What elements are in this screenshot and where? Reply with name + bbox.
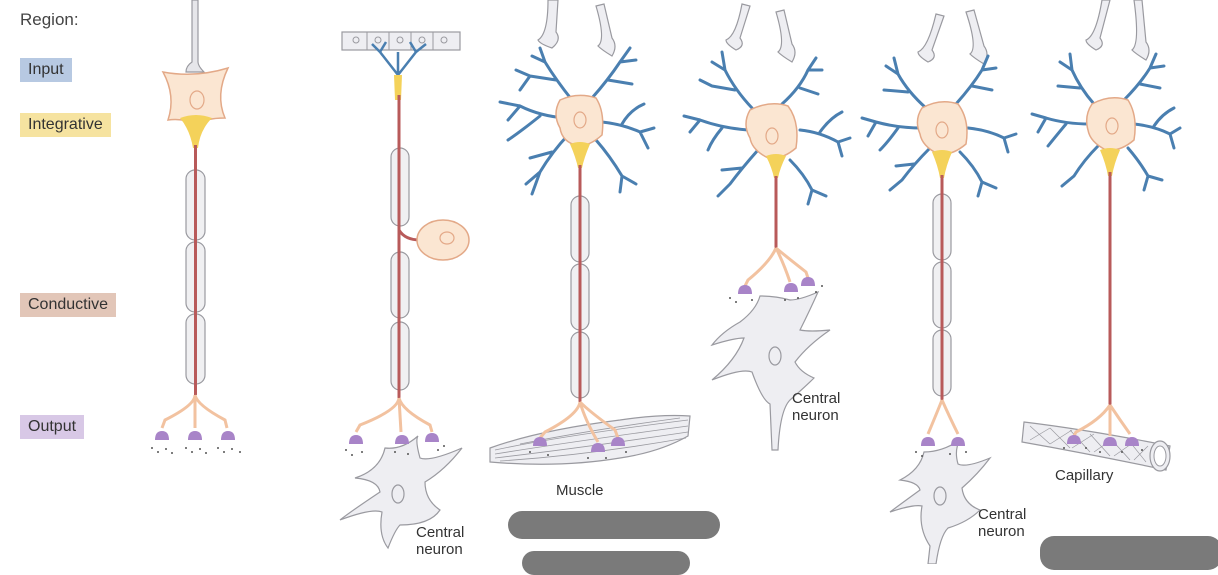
nucleus [189, 90, 205, 110]
input-fiber [595, 3, 616, 57]
nucleus [439, 231, 455, 245]
synaptic-terminal [188, 431, 202, 440]
central-neuron [889, 439, 992, 564]
transmitter-dots [345, 445, 445, 456]
neuron-motor [489, 0, 691, 465]
redaction-bar [508, 511, 720, 539]
skin-epithelium [341, 31, 461, 51]
axon-terminal-branches [926, 399, 960, 435]
dendrite-endings [371, 41, 427, 76]
capillary [1021, 421, 1171, 471]
axon-terminal-branches [1072, 404, 1132, 437]
axon-hillock [1100, 148, 1120, 176]
nucleus [573, 111, 587, 129]
redaction-bar [522, 551, 690, 575]
central-neuron [339, 435, 463, 550]
synaptic-terminal [951, 437, 965, 446]
input-fiber [725, 3, 751, 51]
input-stimulus-fiber [185, 0, 206, 73]
transmitter-dots [915, 451, 967, 457]
axon-hillock [766, 154, 786, 178]
axon-hillock [570, 142, 590, 168]
axon-terminal-branches [160, 394, 229, 429]
redaction-bar [1040, 536, 1218, 570]
axon-hillock [180, 115, 212, 148]
neuron-generic [151, 0, 241, 454]
transmitter-dots [1063, 447, 1143, 453]
central-neuron [710, 290, 831, 451]
input-fiber [965, 9, 988, 65]
cell-body [1085, 97, 1136, 152]
label-central-neuron: Central neuron [792, 390, 841, 424]
dendrites [1030, 52, 1182, 192]
transmitter-dots [151, 447, 241, 454]
axon-hillock [394, 75, 402, 100]
dendrites [498, 46, 656, 196]
nucleus [935, 121, 949, 139]
synaptic-terminal [349, 435, 363, 444]
synaptic-terminal [155, 431, 169, 440]
input-fiber [1085, 0, 1111, 51]
axon-terminal-branches [538, 400, 620, 443]
synaptic-terminal [784, 283, 798, 292]
input-fiber [537, 0, 559, 49]
synaptic-terminal [801, 277, 815, 286]
neuron-projection [860, 9, 1018, 564]
nucleus [391, 484, 405, 504]
cell-body [416, 219, 470, 261]
region-tag-integrative: Integrative [20, 113, 111, 137]
nucleus [1105, 117, 1119, 135]
transmitter-dots [529, 451, 627, 459]
nucleus [768, 346, 782, 366]
input-fiber [917, 13, 945, 63]
cell-body [745, 103, 798, 160]
input-fiber [775, 9, 796, 63]
neuron-sensory [339, 31, 470, 550]
neuron-interneuron [682, 3, 852, 451]
neuron-neurosecretory [1021, 0, 1182, 472]
input-fiber [1131, 0, 1150, 61]
label-central-neuron: Central neuron [416, 524, 465, 558]
label-central-neuron: Central neuron [978, 506, 1027, 540]
synaptic-terminal [221, 431, 235, 440]
synaptic-terminal [395, 435, 409, 444]
transmitter-dots [729, 285, 823, 303]
dendrites [860, 54, 1018, 198]
region-tag-conductive: Conductive [20, 293, 117, 317]
axon-hillock [932, 150, 952, 178]
synaptic-terminal [425, 433, 439, 442]
muscle-fibers [494, 417, 689, 462]
region-tag-output: Output [20, 415, 85, 439]
synaptic-terminal [921, 437, 935, 446]
label-muscle: Muscle [556, 482, 604, 499]
region-tag-input: Input [20, 58, 72, 82]
nucleus [933, 486, 947, 506]
synaptic-terminal [738, 285, 752, 294]
cell-body [916, 101, 968, 156]
axon-terminal-branches [743, 246, 810, 287]
axon-terminal-branches [354, 397, 434, 433]
region-heading: Region: [20, 10, 79, 29]
label-capillary: Capillary [1055, 467, 1114, 484]
dendrites [682, 50, 852, 206]
cell-body [555, 94, 604, 147]
nucleus [765, 127, 779, 145]
